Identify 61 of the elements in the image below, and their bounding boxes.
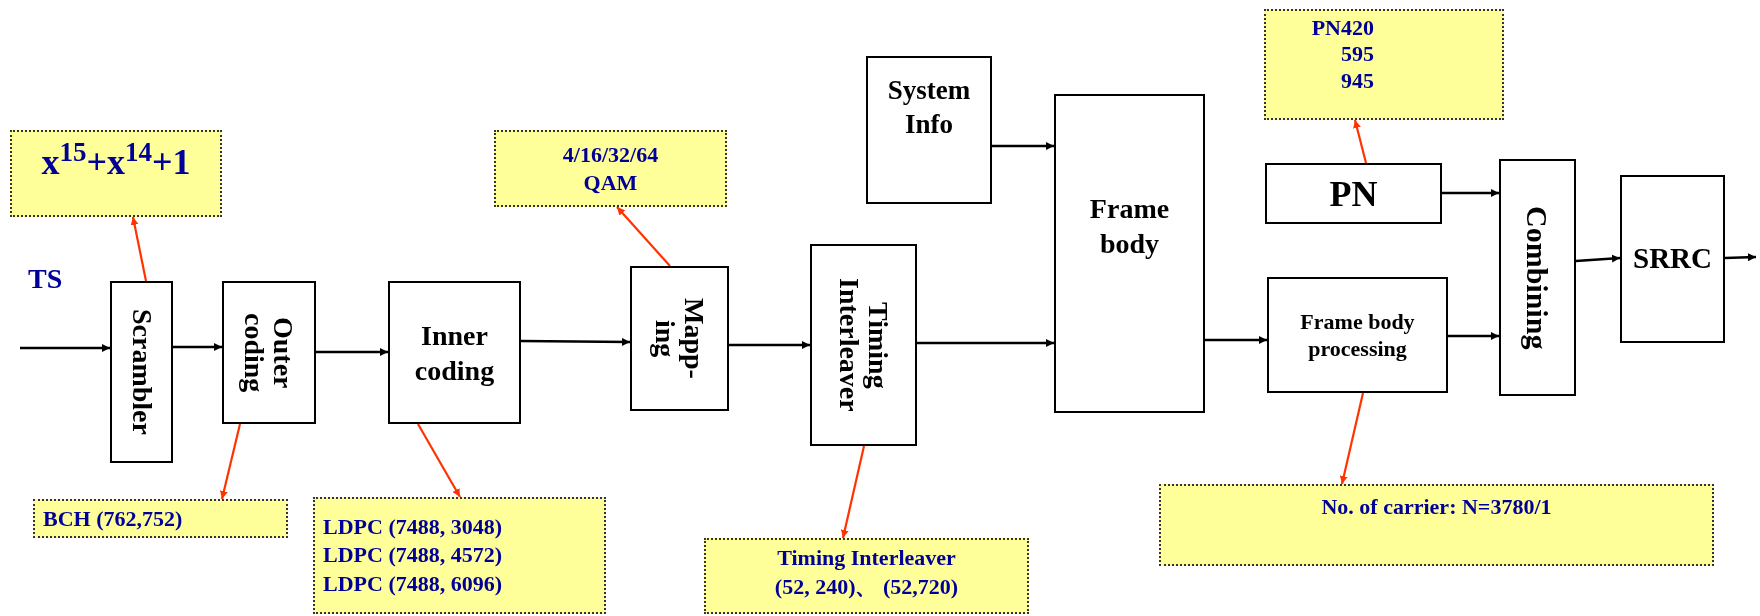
block-label: Frame body [1088, 192, 1171, 261]
block-label: Timing Interleaver [834, 277, 893, 414]
note-box [1159, 484, 1714, 566]
leader-arrow [616, 206, 671, 267]
leader-arrow [1353, 119, 1368, 164]
note-text: x$^{15}$+x$^{14}$+1 [41, 140, 191, 184]
block-label: PN [1329, 172, 1378, 216]
note-text: 4/16/32/64 QAM [561, 141, 660, 196]
note-text: 945 [1340, 67, 1374, 95]
note-text: BCH (762,752) [43, 505, 183, 533]
note-text: LDPC (7488, 3048) [323, 512, 503, 541]
leader-arrow [130, 216, 148, 282]
note-box [704, 538, 1029, 614]
note-box [33, 499, 288, 538]
arrow [992, 142, 1054, 150]
note-text: LDPC (7488, 4572) [323, 541, 503, 570]
block-label: Outer coding [239, 311, 299, 395]
note-text: 595 [1340, 41, 1374, 68]
note-box [10, 130, 222, 217]
leader-arrow [1339, 392, 1365, 485]
note-text: No. of carrier: N=3780/1 [1321, 493, 1552, 521]
arrow [1442, 189, 1499, 197]
arrow [521, 337, 630, 346]
arrow [1448, 332, 1499, 340]
arrow [917, 339, 1054, 347]
process-box [1267, 277, 1448, 393]
note-text: Timing Interleaver [777, 544, 956, 572]
process-box [810, 244, 917, 446]
block-label: Mapp- ing [650, 297, 709, 381]
process-box [1499, 159, 1576, 396]
process-box [866, 56, 992, 204]
block-label: Frame body processing [1299, 307, 1416, 363]
note-text: PN420 [1310, 15, 1374, 42]
input-label: TS [28, 262, 63, 296]
arrow [1724, 253, 1757, 262]
process-box [110, 281, 173, 463]
block-label: Scrambler [125, 309, 159, 435]
leader-arrow [417, 423, 461, 498]
block-label: System Info [886, 74, 972, 141]
process-box [388, 281, 521, 424]
note-text: (52, 240)、 (52,720) [774, 572, 959, 601]
note-box [494, 130, 727, 207]
note-box [1264, 9, 1504, 120]
block-label: Inner coding [413, 318, 496, 388]
arrow [173, 343, 222, 351]
leader-arrow [220, 423, 242, 500]
process-box [630, 266, 729, 411]
process-box [1054, 94, 1205, 413]
note-box [313, 497, 606, 614]
process-box [1620, 175, 1725, 343]
process-box [1265, 163, 1442, 224]
arrow [1575, 254, 1621, 263]
process-box [222, 281, 316, 424]
arrow [20, 344, 110, 352]
note-text: LDPC (7488, 6096) [323, 569, 503, 598]
arrow [316, 348, 388, 356]
block-label: Combining [1520, 205, 1555, 350]
block-label: SRRC [1633, 241, 1712, 277]
arrow [1205, 336, 1267, 344]
arrow [729, 341, 810, 349]
leader-arrow [840, 445, 866, 539]
